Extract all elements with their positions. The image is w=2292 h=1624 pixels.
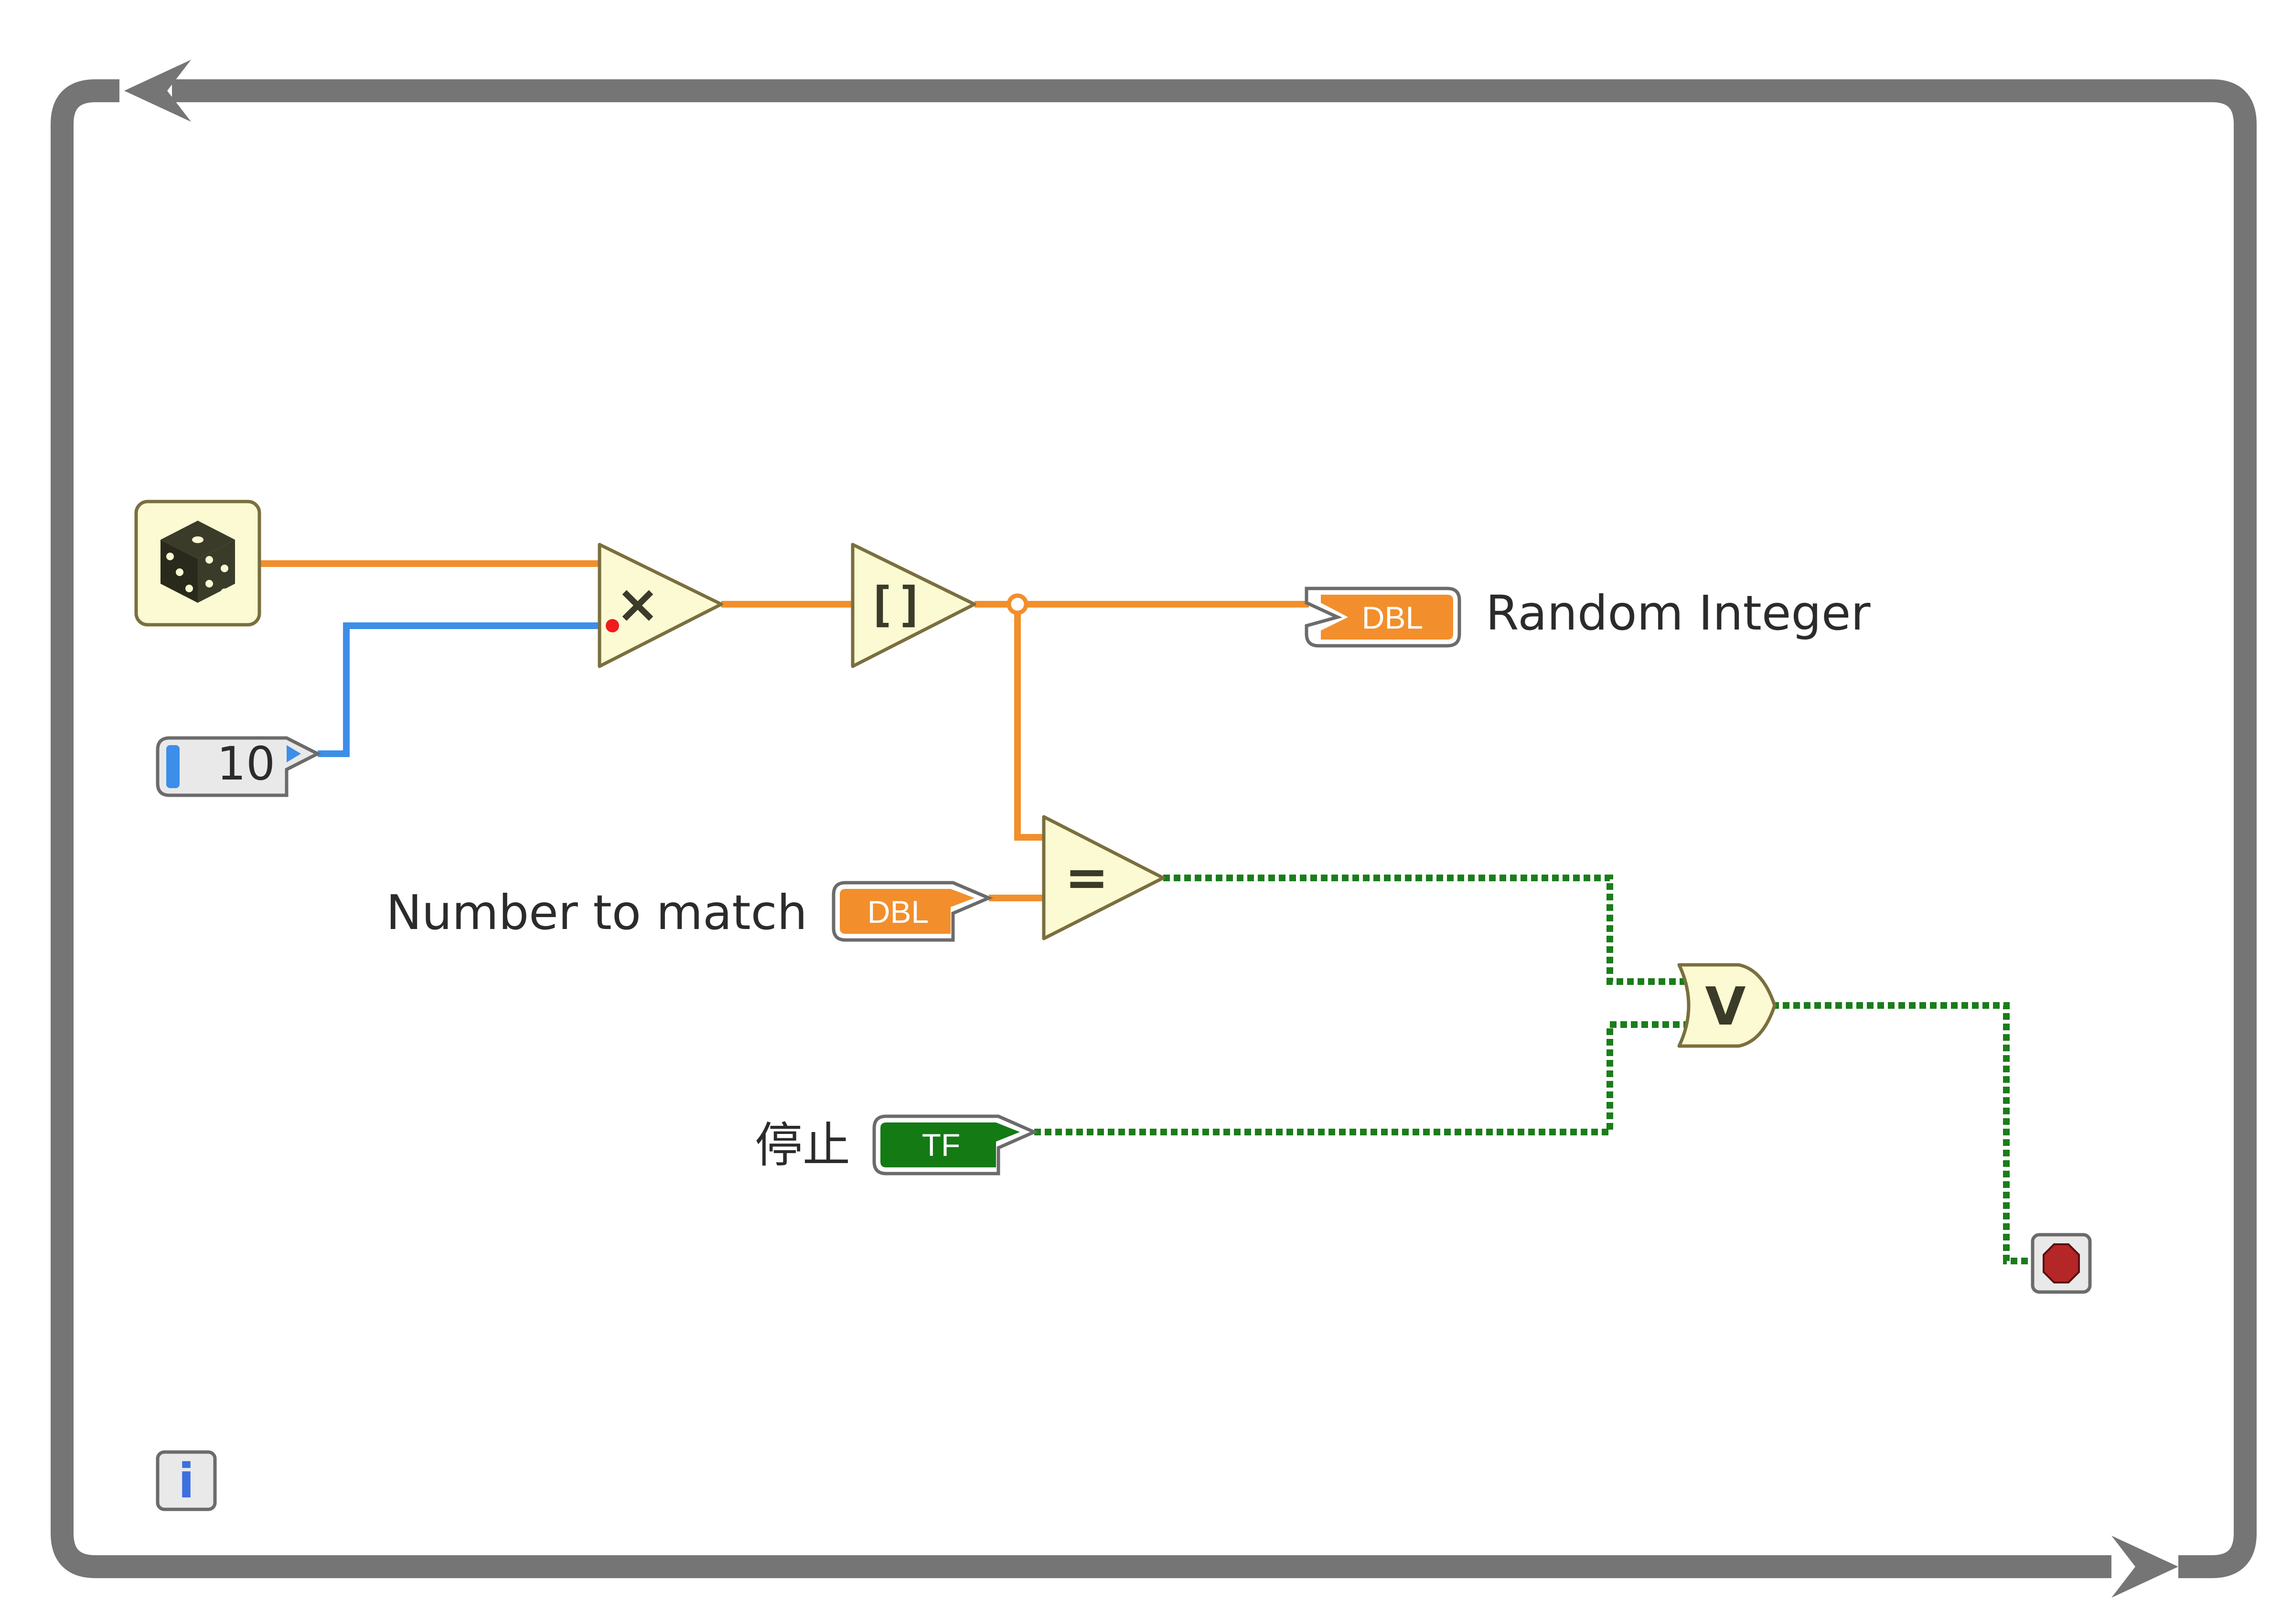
or-function[interactable]: V [1677,963,1777,1048]
while-loop [51,60,2257,1598]
stop-control-type-badge: TF [922,1127,961,1163]
while-loop-border-right [172,79,2257,1578]
iteration-terminal[interactable]: i [156,1450,217,1511]
loop-arrow-bottom-icon [2111,1536,2178,1598]
multiply-function[interactable]: × [598,543,723,668]
match-control-label: Number to match [386,885,807,940]
numeric-constant-value: 10 [217,737,275,791]
random-integer-label: Random Integer [1486,585,1871,641]
info-i-icon: i [178,1453,194,1509]
wire-or-to-condition[interactable] [1772,1002,2033,1264]
random-number-function[interactable] [134,500,261,627]
dice-icon [161,521,235,603]
coercion-dot [606,619,619,632]
multiply-symbol: × [616,573,660,634]
wire-stop-to-or[interactable] [1034,1021,1686,1135]
stop-control[interactable]: TF [872,1114,1039,1175]
wire-junction [1007,593,1028,615]
equal-function[interactable]: = [1042,815,1165,940]
wire-constant-to-multiply[interactable] [318,622,612,757]
random-integer-indicator[interactable]: DBL [1305,587,1461,648]
stop-control-label: 停止 [755,1117,850,1173]
loop-condition-terminal[interactable] [2031,1233,2092,1294]
match-control[interactable]: DBL [832,881,993,942]
wire-round-to-equal[interactable] [1014,604,1044,841]
numeric-constant[interactable]: 10 [156,736,321,797]
or-symbol: V [1705,976,1746,1037]
wire-equal-to-or[interactable] [1163,875,1686,985]
round-to-nearest-function[interactable]: [] [851,543,976,668]
while-loop-border [51,79,2111,1578]
random-integer-type-badge: DBL [1362,600,1423,635]
loop-arrow-top-icon [124,60,191,122]
match-control-type-badge: DBL [868,894,929,930]
equal-symbol: = [1065,847,1109,908]
stop-sign-icon [2043,1243,2080,1283]
wires [260,560,2033,1264]
round-symbol: [] [867,577,924,632]
